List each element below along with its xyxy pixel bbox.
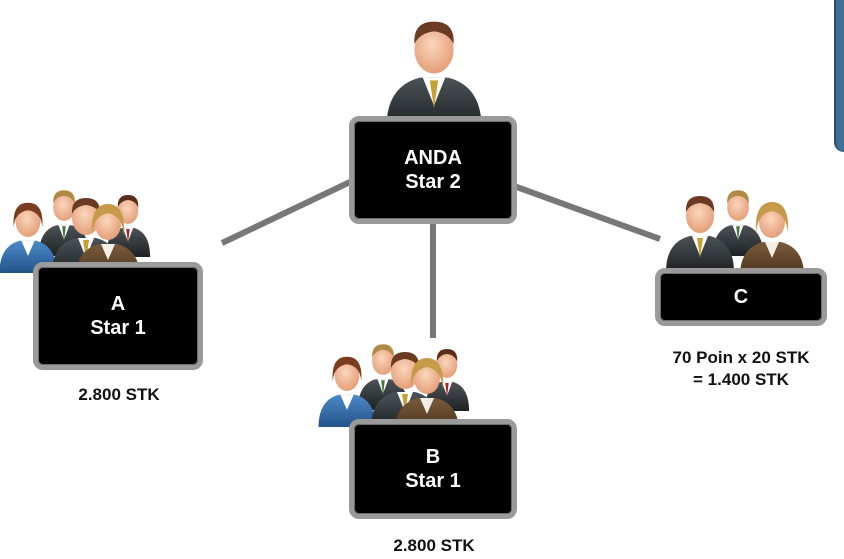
node-top-title: ANDA (404, 147, 462, 169)
node-a-rank: Star 1 (90, 317, 146, 339)
node-b-title: B (425, 446, 441, 468)
connector-top-to-a (220, 179, 352, 246)
node-c-calc-line2: = 1.400 STK (693, 370, 789, 389)
node-box-c: C (655, 268, 827, 326)
node-box-top: ANDA Star 2 (349, 116, 517, 224)
node-b-value: 2.800 STK (393, 536, 475, 555)
node-c-calc-line1: 70 Poin x 20 STK (672, 348, 810, 367)
node-top-rank: Star 2 (405, 171, 461, 193)
node-c-title: C (733, 286, 749, 308)
node-c-calculation: 70 Poin x 20 STK = 1.400 STK (645, 347, 837, 391)
businessman-icon (386, 21, 482, 129)
connector-top-to-c (512, 183, 662, 242)
node-a-title: A (110, 293, 126, 315)
node-b-rank: Star 1 (405, 470, 461, 492)
side-panel-edge (834, 0, 844, 152)
node-box-a: A Star 1 (33, 262, 203, 370)
node-a-value: 2.800 STK (78, 385, 160, 404)
node-box-b: B Star 1 (349, 419, 517, 519)
group-of-three-people-icon (666, 190, 804, 276)
